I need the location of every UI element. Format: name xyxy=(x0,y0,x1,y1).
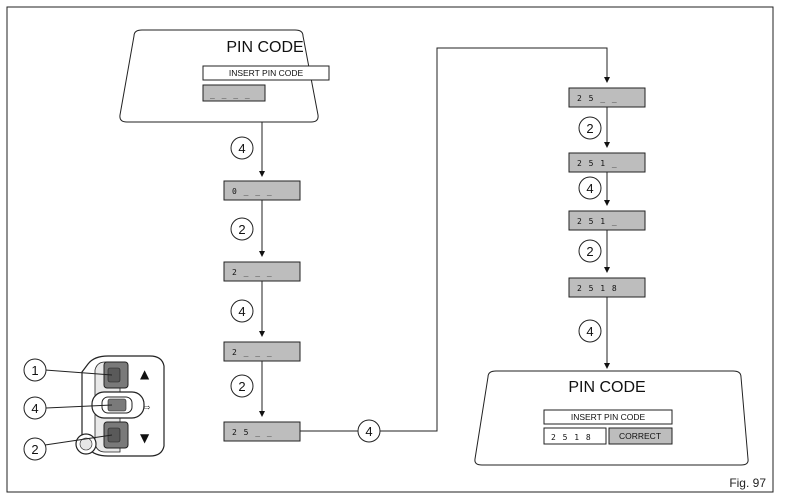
step-button-circle xyxy=(230,299,254,323)
step-button-number: 2 xyxy=(238,222,245,237)
top-display-panel: PIN CODE INSERT PIN CODE _ _ _ _ xyxy=(119,29,330,123)
step-button-number: 2 xyxy=(238,379,245,394)
callout-number: 4 xyxy=(31,401,38,416)
arrow-right-icon: ⇨ xyxy=(144,403,151,412)
top-panel-title: PIN CODE xyxy=(226,39,303,56)
step-button-circle xyxy=(230,374,254,398)
step-button-number: 4 xyxy=(238,141,245,156)
callout-circle xyxy=(23,437,47,461)
bottom-panel-prompt: INSERT PIN CODE xyxy=(571,412,646,422)
step-button-circle xyxy=(578,239,602,263)
up-arrow-icon: ▲ xyxy=(140,367,150,381)
step-button-number: 2 xyxy=(586,244,593,259)
callout-number: 1 xyxy=(31,363,38,378)
step-button-number: 4 xyxy=(586,181,593,196)
step-button-number: 4 xyxy=(586,324,593,339)
down-arrow-icon: ▼ xyxy=(140,431,150,445)
display-value: 2 5 _ _ xyxy=(232,428,273,437)
display-value: 2 _ _ _ xyxy=(232,268,273,277)
step-button-circle xyxy=(578,176,602,200)
callout-leader xyxy=(44,434,113,446)
display-value: 2 _ _ _ xyxy=(232,348,273,357)
display-value: 2 5 _ _ xyxy=(577,94,618,103)
handlebar-switch-illustration: ▲ ⇨ ▼ xyxy=(75,355,165,457)
display-value: 2 5 1 8 xyxy=(577,284,618,293)
display-value: 0 _ _ _ xyxy=(232,187,273,196)
callout-circle xyxy=(23,396,47,420)
bottom-panel-status: CORRECT xyxy=(619,431,661,441)
step-button-number: 2 xyxy=(586,121,593,136)
top-panel-prompt: INSERT PIN CODE xyxy=(229,68,304,78)
display-value: 2 5 1 _ xyxy=(577,217,618,226)
display-value: 2 5 1 _ xyxy=(577,159,618,168)
step-button-number: 4 xyxy=(238,304,245,319)
step-button-number: 4 xyxy=(365,424,372,439)
bottom-panel-title: PIN CODE xyxy=(568,379,645,396)
connector-line xyxy=(380,47,610,432)
figure-border xyxy=(6,6,774,493)
step-button-circle xyxy=(578,319,602,343)
step-button-circle xyxy=(230,217,254,241)
step-button-circle xyxy=(230,136,254,160)
bottom-display-panel: PIN CODE INSERT PIN CODE 2 5 1 8 CORRECT xyxy=(474,370,749,466)
step-button-circle xyxy=(578,116,602,140)
bottom-panel-entry: 2 5 1 8 xyxy=(551,433,592,442)
callout-leader xyxy=(45,404,113,409)
top-panel-entry: _ _ _ _ xyxy=(210,90,251,99)
callout-leader xyxy=(44,369,113,376)
callout-number: 2 xyxy=(31,442,38,457)
figure-label: Fig. 97 xyxy=(729,476,766,490)
callout-circle xyxy=(23,358,47,382)
